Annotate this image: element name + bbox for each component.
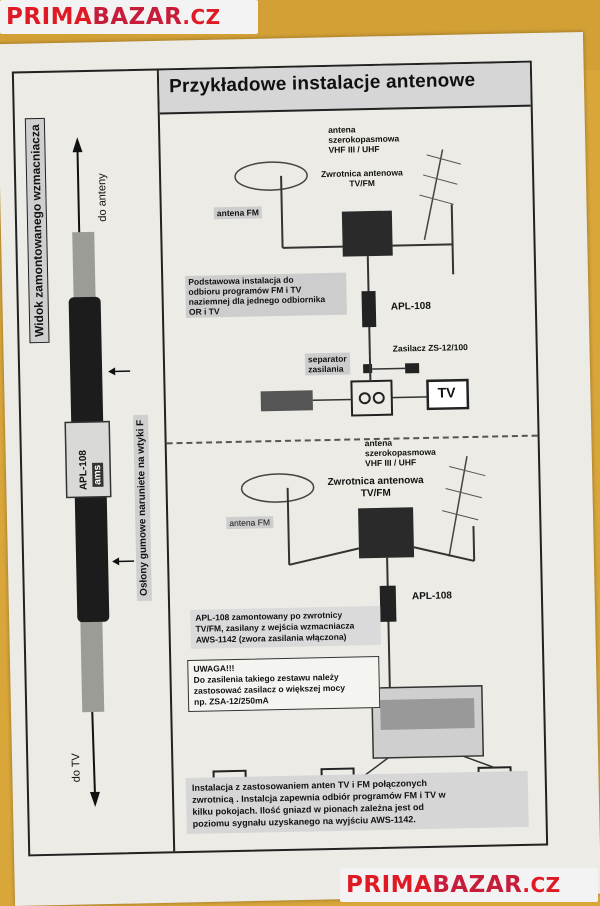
apl-108-bottom [379,585,397,622]
separator-label: separator zasilania [304,352,351,376]
yagi-boom-2 [448,455,468,557]
tv-label: TV [437,384,456,401]
mounted-after-combiner-note: APL-108 zamontowany po zwrotnicy TV/FM, … [190,605,381,649]
watermark-bottom: PRIMABAZAR.CZ [340,868,598,902]
bottom-fm-antenna-label: antena FM [226,516,274,530]
basic-install-note: Podstawowa instalacja do odbioru program… [185,272,348,318]
watermark-top: PRIMABAZAR.CZ [0,0,258,34]
diagram-frame: Widok zamontowanego wzmacniacza do anten… [11,60,549,857]
to-tv-label: do TV [70,753,83,783]
top-fm-antenna-label: antena FM [213,206,262,220]
top-wideband-antenna-label: antena szerokopasmowa VHF III / UHF [328,124,400,155]
power-supply-box [405,363,420,374]
radio-receiver [260,390,313,412]
bottom-wideband-antenna-label: antena szerokopasmowa VHF III / UHF [364,437,436,469]
warning-box: UWAGA!!! Do zasilenia takiego zestawu na… [187,655,381,712]
to-antenna-label: do anteny [95,173,109,222]
top-combiner-label: Zwrotnica antenowa TV/FM [320,167,403,189]
top-installation-diagram [234,149,470,417]
bottom-combiner-label: Zwrotnica antenowa TV/FM [327,474,424,500]
right-panel: Przykładowe instalacje antenowe [158,62,546,852]
bottom-apl-label: APL-108 [411,590,453,603]
tv-set [426,378,470,411]
arrow-up-head [72,137,83,153]
apl-108-top [361,290,377,328]
left-panel: Widok zamontowanego wzmacniacza do anten… [13,70,176,855]
fm-antenna-ring [234,161,308,191]
final-installation-note: Instalacja z zastosowaniem anten TV i FM… [185,770,529,835]
rubber-cover-top [68,296,104,428]
yagi-boom [423,149,444,241]
arrow-down-head [89,791,100,807]
brand-logo: ams [92,462,104,487]
fm-antenna-ring-2 [240,473,315,503]
wall-socket-top [350,379,394,417]
device-model-label: APL-108 [77,449,90,491]
arrow-down-line [91,711,97,797]
combiner-box [341,210,393,257]
combiner-box-2 [358,507,415,559]
rubber-cover-bottom [74,491,110,623]
top-apl-label: APL-108 [390,300,431,313]
bottom-installation-diagram [212,455,513,803]
power-supply-label: Zasilacz ZS-12/100 [392,342,468,354]
